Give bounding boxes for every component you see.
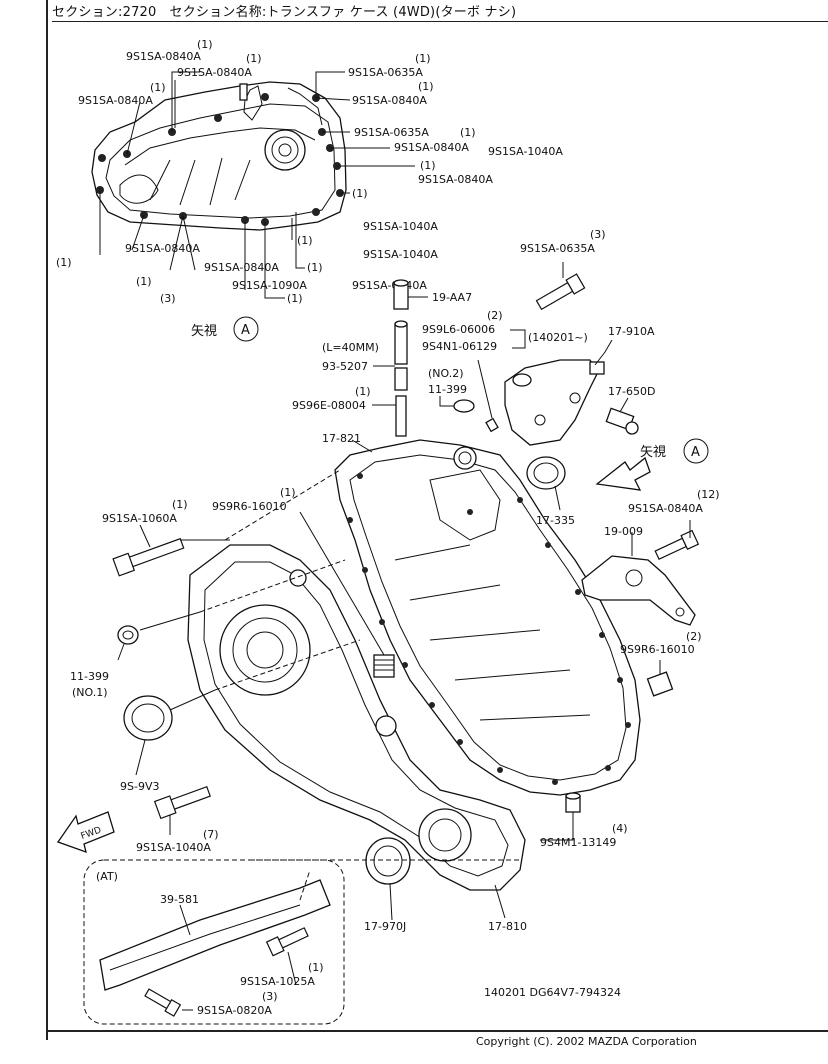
- label-17-650d: 17-650D: [608, 385, 655, 398]
- inset-part-code: 9S1SA-1090A: [232, 279, 307, 292]
- inset-part-code: 9S1SA-0840A: [352, 94, 427, 107]
- copyright-text: Copyright (C). 2002 MAZDA Corporation: [476, 1035, 697, 1048]
- label-9s1sa-0635a-qty: (3): [590, 228, 606, 241]
- inset-part-code: 9S1SA-0840A: [126, 50, 201, 63]
- section-name-value: トランスファ ケース (4WD)(ターボ ナシ): [266, 5, 517, 20]
- inset-view-a: 9S1SA-0840A(1) 9S1SA-0840A(1) 9S1SA-0840…: [56, 38, 563, 342]
- label-11-399-b: 11-399: [70, 670, 109, 683]
- main-exploded-view: 矢視 A: [56, 262, 709, 1025]
- label-11-399-a: 11-399: [428, 383, 467, 396]
- label-9s1sa-1060a: 9S1SA-1060A: [102, 512, 177, 525]
- label-17-821: 17-821: [322, 432, 361, 445]
- label-9s96e: 9S96E-08004: [292, 399, 366, 412]
- view-a-label: 矢視: [191, 324, 217, 339]
- inset-part-qty: (1): [136, 275, 152, 288]
- reference-code: 140201 DG64V7-794324: [484, 986, 621, 999]
- inset-part-code: 9S1SA-1040A: [363, 248, 438, 261]
- label-93-5207: 93-5207: [322, 360, 368, 373]
- label-9s9r6-b: 9S9R6-16010: [620, 643, 695, 656]
- inset-part-code: 9S1SA-0840A: [78, 94, 153, 107]
- label-no2: (NO.2): [428, 367, 464, 380]
- label-9s4m1-qty: (4): [612, 822, 628, 835]
- label-9s1sa-0820a-qty: (3): [262, 990, 278, 1003]
- section-header: セクション:2720 セクション名称:トランスファ ケース (4WD)(ターボ …: [52, 5, 517, 20]
- inset-part-qty: (1): [418, 80, 434, 93]
- label-9s96e-qty: (1): [355, 385, 371, 398]
- inset-part-qty: (1): [415, 52, 431, 65]
- label-9s4n1: 9S4N1-06129: [422, 340, 497, 353]
- inset-part-qty: (1): [420, 159, 436, 172]
- inset-part-code: 9S1SA-0840A: [394, 141, 469, 154]
- label-9s4m1: 9S4M1-13149: [540, 836, 616, 849]
- label-9s1sa-0635a: 9S1SA-0635A: [520, 242, 595, 255]
- section-label: セクション: [52, 5, 119, 20]
- inset-part-code: 9S1SA-0840A: [204, 261, 279, 274]
- label-9s9r6-b-qty: (2): [686, 630, 702, 643]
- label-9s9l6-qty: (2): [487, 309, 503, 322]
- inset-part-code: 9S1SA-0635A: [348, 66, 423, 79]
- label-9s1sa-1060a-qty: (1): [172, 498, 188, 511]
- label-9s1sa-0840a-12-qty: (12): [697, 488, 720, 501]
- inset-part-code: 9S1SA-0635A: [354, 126, 429, 139]
- label-no1: (NO.1): [72, 686, 108, 699]
- inset-part-code: 9S1SA-1040A: [488, 145, 563, 158]
- label-17-970j: 17-970J: [364, 920, 406, 933]
- inset-part-qty: (3): [160, 292, 176, 305]
- view-a-arrow-letter: A: [691, 445, 700, 460]
- inset-part-code: 9S1SA-0840A: [177, 66, 252, 79]
- inset-part-code: 9S1SA-0840A: [418, 173, 493, 186]
- label-9s1sa-0840a-12: 9S1SA-0840A: [628, 502, 703, 515]
- label-19-aa7: 19-AA7: [432, 291, 472, 304]
- label-17-335: 17-335: [536, 514, 575, 527]
- label-at: (AT): [96, 870, 118, 883]
- label-9s1sa-1040a-7: 9S1SA-1040A: [136, 841, 211, 854]
- view-a-letter: A: [241, 323, 250, 338]
- fwd-arrow-icon: FWD: [56, 811, 115, 854]
- inset-part-qty: (1): [197, 38, 213, 51]
- footer-rule: [46, 1030, 828, 1032]
- inset-part-code: 9S1SA-0840A: [125, 242, 200, 255]
- view-a-arrow-label: 矢視: [640, 445, 666, 460]
- label-lmm: (L=40MM): [322, 341, 379, 354]
- inset-part-code: 9S1SA-1040A: [363, 220, 438, 233]
- inset-part-qty: (1): [150, 81, 166, 94]
- inset-part-qty: (1): [307, 261, 323, 274]
- label-9s1sa-1025a: 9S1SA-1025A: [240, 975, 315, 988]
- label-9s1sa-1025a-qty: (1): [308, 961, 324, 974]
- label-19-009: 19-009: [604, 525, 643, 538]
- label-9s9r6-a-qty: (1): [280, 486, 296, 499]
- inset-part-qty: (1): [460, 126, 476, 139]
- at-box: [83, 859, 345, 1025]
- section-number: 2720: [122, 5, 157, 20]
- section-name-label: セクション名称: [169, 5, 262, 20]
- page-left-rule: [46, 0, 48, 1040]
- inset-part-qty: (1): [297, 234, 313, 247]
- inset-part-qty: (1): [287, 292, 303, 305]
- label-17-810: 17-810: [488, 920, 527, 933]
- label-9s-9v3: 9S-9V3: [120, 780, 159, 793]
- label-9s1sa-1040a-7-qty: (7): [203, 828, 219, 841]
- label-9s9l6: 9S9L6-06006: [422, 323, 495, 336]
- header-rule: [52, 21, 828, 22]
- label-39-581: 39-581: [160, 893, 199, 906]
- inset-part-qty: (1): [246, 52, 262, 65]
- inset-part-qty: (1): [56, 256, 72, 269]
- label-9s9r6-a: 9S9R6-16010: [212, 500, 287, 513]
- inset-part-code: 9S1SA-0840A: [352, 279, 427, 292]
- label-17-910a: 17-910A: [608, 325, 655, 338]
- main-labels: 19-AA7 9S9L6-06006 (2) 9S4N1-06129 (1402…: [70, 228, 720, 1017]
- label-9s1sa-0820a: 9S1SA-0820A: [197, 1004, 272, 1017]
- inset-part-qty: (1): [352, 187, 368, 200]
- label-bracket-note: (140201~): [528, 331, 588, 344]
